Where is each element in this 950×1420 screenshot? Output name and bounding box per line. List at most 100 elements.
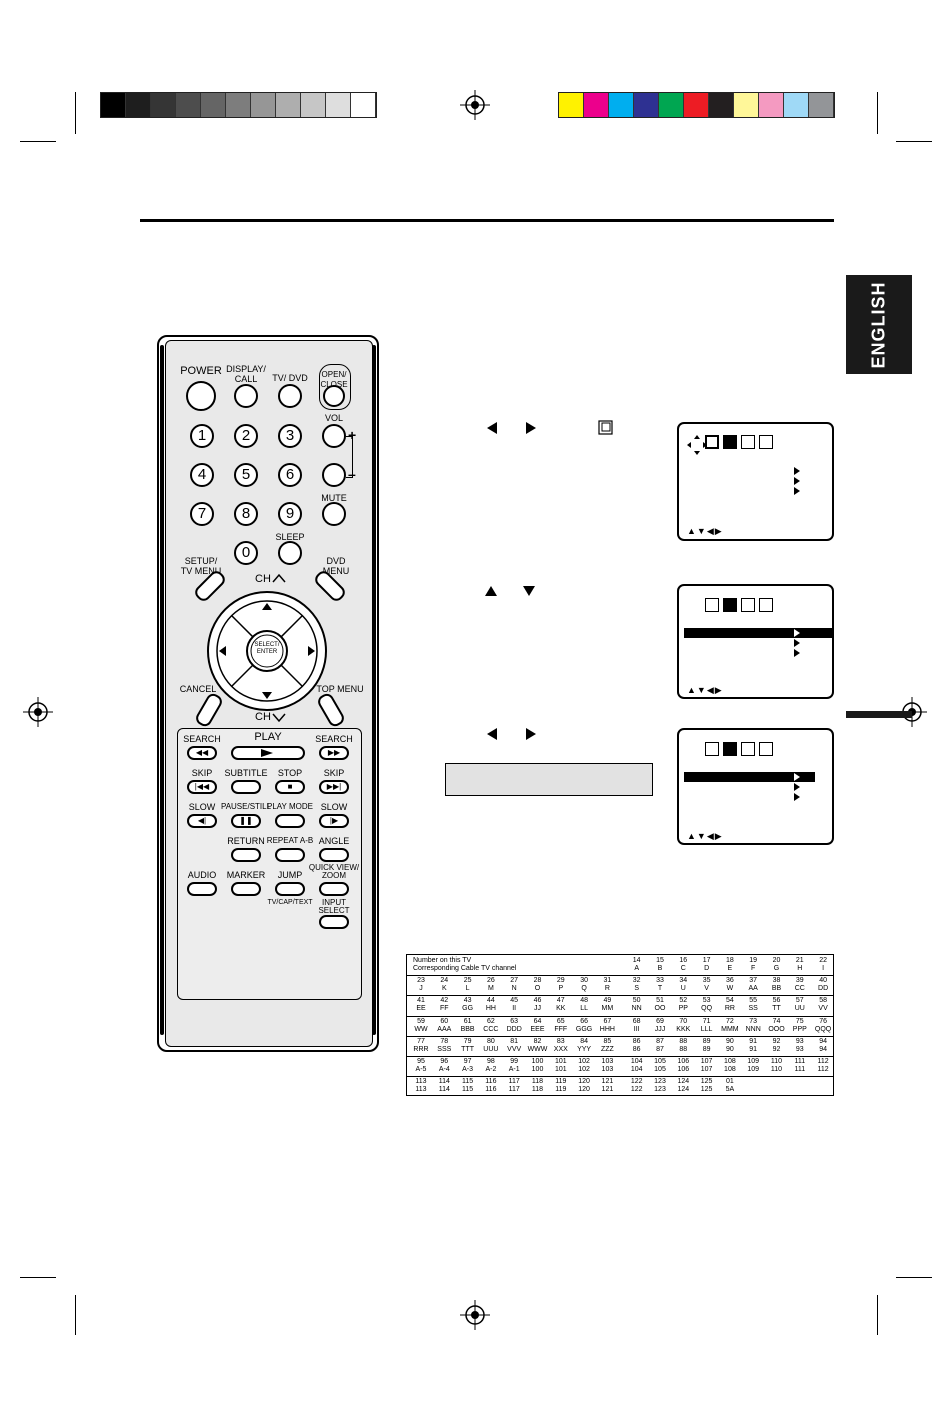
table-header-label: Corresponding Cable TV channel (413, 965, 517, 972)
table-cell: 18 (725, 957, 734, 964)
table-cell: 117 (508, 1086, 520, 1094)
skip-forward-button[interactable]: ▶▶| (319, 780, 349, 794)
table-cell: K (441, 985, 447, 993)
number-button[interactable]: 1 (190, 424, 214, 448)
vol-down-button[interactable] (322, 463, 346, 487)
marker-button[interactable] (231, 882, 261, 896)
color-swatch (226, 93, 251, 117)
stop-button[interactable]: ■ (275, 780, 305, 794)
display-call-button[interactable] (234, 384, 258, 408)
table-cell: A-1 (508, 1066, 520, 1073)
number-button[interactable]: 0 (234, 541, 258, 565)
audio-button[interactable] (187, 882, 217, 896)
table-cell: R (604, 985, 610, 993)
sleep-button[interactable] (278, 541, 302, 565)
table-cell: 58 (819, 997, 827, 1005)
table-cell: BB (771, 985, 782, 993)
left-arrow-icon (487, 728, 497, 740)
table-cell: 35 (702, 977, 711, 985)
up-arrow-icon (485, 586, 497, 596)
number-button[interactable]: 8 (234, 502, 258, 526)
ch-up-label: CH (255, 573, 271, 585)
direction-pad[interactable] (206, 590, 328, 712)
mute-button[interactable] (322, 502, 346, 526)
search-forward-button[interactable]: ▶▶ (319, 746, 349, 760)
number-button[interactable]: 7 (190, 502, 214, 526)
table-cell: 94 (819, 1037, 827, 1045)
cable-channel-table: Number on this TV Corresponding Cable TV… (406, 954, 834, 1096)
number-button[interactable]: 4 (190, 463, 214, 487)
number-button[interactable]: 6 (278, 463, 302, 487)
return-button[interactable] (231, 848, 261, 862)
color-swatch (176, 93, 201, 117)
slow-left-label: SLOW (188, 802, 216, 812)
tv-dvd-button[interactable] (278, 384, 302, 408)
table-cell: 36 (725, 977, 734, 985)
slow-forward-button[interactable]: |▶ (319, 814, 349, 828)
table-cell: F (751, 965, 756, 972)
audio-label: AUDIO (187, 870, 217, 880)
table-cell: A-5 (415, 1066, 427, 1073)
table-cell: S (634, 985, 640, 993)
angle-button[interactable] (319, 848, 349, 862)
table-header-label: Number on this TV (413, 957, 472, 964)
table-cell: 66 (580, 1017, 588, 1025)
table-cell: AAA (437, 1025, 452, 1033)
number-button[interactable]: 5 (234, 463, 258, 487)
jump-button[interactable] (275, 882, 305, 896)
open-close-button[interactable] (323, 385, 345, 407)
table-row-divider (407, 975, 833, 977)
right-arrow-icon (526, 728, 536, 740)
remote-edge (160, 345, 164, 1035)
table-cell: P (558, 985, 564, 993)
color-swatch (709, 93, 734, 117)
table-cell: 50 (632, 997, 641, 1005)
quick-view-zoom-button[interactable] (319, 882, 349, 896)
submenu-arrow-icon (794, 629, 800, 637)
table-cell: 98 (486, 1058, 495, 1065)
table-cell: NNN (745, 1025, 761, 1033)
table-cell: 70 (679, 1017, 688, 1025)
table-cell: 78 (440, 1037, 449, 1045)
slow-reverse-button[interactable]: ◀| (187, 814, 217, 828)
color-swatch (809, 93, 834, 117)
number-button[interactable]: 9 (278, 502, 302, 526)
pause-still-button[interactable]: ❚❚ (231, 814, 261, 828)
table-cell: 105 (654, 1066, 666, 1073)
table-cell: 88 (679, 1037, 688, 1045)
table-cell: 65 (556, 1017, 565, 1025)
table-cell: 109 (747, 1066, 760, 1073)
repeat-ab-button[interactable] (275, 848, 305, 862)
power-button[interactable] (186, 381, 216, 411)
search-rewind-button[interactable]: ◀◀ (187, 746, 217, 760)
table-cell: 124 (677, 1078, 690, 1086)
input-select-button[interactable] (319, 915, 349, 929)
selected-row (684, 628, 834, 638)
table-cell: VVV (507, 1045, 522, 1053)
table-cell: 43 (463, 997, 472, 1005)
table-cell: 85 (603, 1037, 612, 1045)
table-cell: 17 (702, 957, 711, 964)
mute-label: MUTE (321, 493, 347, 503)
table-cell: 44 (486, 997, 495, 1005)
table-cell: 122 (630, 1086, 643, 1094)
play-mode-button[interactable] (275, 814, 305, 828)
vol-up-button[interactable] (322, 424, 346, 448)
table-cell: 31 (603, 977, 612, 985)
skip-back-button[interactable]: |◀◀ (187, 780, 217, 794)
skip-left-label: SKIP (191, 768, 213, 778)
table-cell: 42 (440, 997, 449, 1005)
table-cell: TT (772, 1005, 781, 1013)
color-swatch (584, 93, 609, 117)
table-cell: 88 (679, 1045, 688, 1053)
table-cell: 51 (656, 997, 664, 1005)
table-cell: DDD (506, 1025, 522, 1033)
table-cell: III (633, 1025, 640, 1033)
table-cell: 73 (749, 1017, 758, 1025)
ch-down-label: CH (255, 711, 271, 723)
table-cell: A-2 (485, 1066, 497, 1073)
number-button[interactable]: 2 (234, 424, 258, 448)
number-button[interactable]: 3 (278, 424, 302, 448)
subtitle-button[interactable] (231, 780, 261, 794)
registration-mark-icon (23, 697, 53, 727)
